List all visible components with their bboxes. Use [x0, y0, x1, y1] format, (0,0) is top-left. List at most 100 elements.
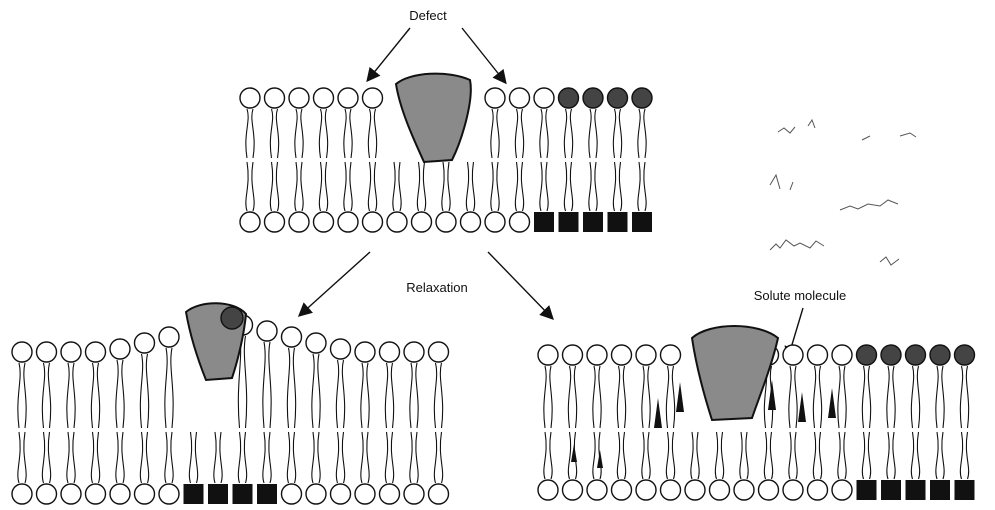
lipid-tail — [642, 366, 644, 428]
lipid-headgroup — [832, 345, 852, 365]
lipid-tail — [795, 432, 797, 479]
lipid-tail — [589, 162, 591, 211]
lipid-tail — [368, 109, 370, 158]
lipid-tail — [48, 432, 50, 483]
lipid-headgroup — [632, 88, 652, 108]
lipid-tail — [642, 432, 644, 479]
lipid-tail — [301, 162, 303, 211]
lipid-tail — [116, 360, 118, 428]
lipid-tail — [613, 162, 615, 211]
lipid-tail — [318, 354, 320, 428]
solute-molecule-label: Solute molecule — [754, 288, 847, 303]
lipid-tail — [617, 366, 619, 428]
lipid-tail — [721, 432, 723, 479]
lipid-headgroup — [636, 345, 656, 365]
lipid-headgroup — [331, 339, 351, 359]
lipid-tail — [564, 162, 566, 211]
lipid-tail — [595, 162, 597, 211]
lipid-tail — [819, 366, 821, 428]
lipid-tail — [295, 109, 297, 158]
lipid-tail — [521, 162, 523, 211]
lipid-tail — [416, 363, 418, 428]
defect-protein-top — [396, 74, 471, 162]
lipid-headgroup — [306, 333, 326, 353]
lipid-headgroup — [331, 484, 351, 504]
lipid-tail — [263, 432, 265, 483]
lipid-headgroup — [265, 212, 285, 232]
lipid-tail — [276, 109, 278, 158]
lipid-headgroup — [808, 345, 828, 365]
lipid-tail — [214, 432, 216, 483]
lipid-headgroup — [289, 212, 309, 232]
lipid-headgroup — [355, 342, 375, 362]
defect-label: Defect — [409, 8, 447, 23]
lipid-tail — [648, 432, 650, 479]
lipid-tail — [417, 162, 419, 211]
lipid-tail — [391, 363, 393, 428]
lipid-tail — [244, 432, 246, 483]
lipid-tail — [238, 432, 240, 483]
lipid-tail — [293, 348, 295, 428]
lipid-tail — [73, 363, 75, 428]
lipid-tail — [942, 366, 944, 428]
lipid-tail — [491, 109, 493, 158]
lipid-tail — [319, 162, 321, 211]
lipid-headgroup — [832, 480, 852, 500]
lipid-tail — [568, 366, 570, 428]
lipid-tail — [367, 363, 369, 428]
lipid-tail — [165, 432, 167, 483]
lipid-tail — [911, 366, 913, 428]
lipid-tail — [434, 363, 436, 428]
lipid-tail — [442, 162, 444, 211]
lipid-square-headgroup — [583, 212, 603, 232]
lipid-tail — [546, 162, 548, 211]
lipid-tail — [917, 366, 919, 428]
lipid-tail — [595, 109, 597, 158]
lipid-headgroup — [534, 88, 554, 108]
lipid-tail — [497, 162, 499, 211]
relaxation-label: Relaxation — [406, 280, 467, 295]
lipid-headgroup — [563, 345, 583, 365]
lipid-headgroup — [608, 88, 628, 108]
lipid-tail — [466, 162, 468, 211]
lipid-headgroup — [363, 212, 383, 232]
lipid-tail — [472, 162, 474, 211]
lipid-square-headgroup — [881, 480, 901, 500]
lipid-headgroup — [61, 342, 81, 362]
lipid-tail — [270, 109, 272, 158]
lipid-tail — [942, 432, 944, 479]
lipid-tail — [342, 432, 344, 483]
lipid-tail — [246, 162, 248, 211]
lipid-headgroup — [110, 339, 130, 359]
lipid-headgroup — [240, 212, 260, 232]
lipid-tail — [342, 360, 344, 428]
lipid-tail — [67, 363, 69, 428]
lipid-tail — [623, 366, 625, 428]
lipid-tail — [350, 109, 352, 158]
lipid-tail — [862, 432, 864, 479]
lipid-tail — [367, 432, 369, 483]
lipid-tail — [269, 342, 271, 428]
lipid-tail — [764, 432, 766, 479]
lipid-tail — [691, 432, 693, 479]
lipid-headgroup — [289, 88, 309, 108]
lipid-tail — [140, 354, 142, 428]
lipid-tail — [617, 432, 619, 479]
lipid-tail — [838, 432, 840, 479]
lipid-tail — [550, 432, 552, 479]
lipid-headgroup — [265, 88, 285, 108]
lipid-tail — [195, 432, 197, 483]
lipid-tail — [385, 363, 387, 428]
lipid-headgroup — [257, 321, 277, 341]
solute-wedge — [676, 382, 684, 412]
solute-wedge — [654, 398, 662, 428]
lipid-tail — [644, 162, 646, 211]
lipid-tail — [589, 109, 591, 158]
lipid-tail — [91, 363, 93, 428]
lipid-tail — [434, 432, 436, 483]
lipid-tail — [515, 162, 517, 211]
lipid-headgroup — [338, 88, 358, 108]
lipid-tail — [564, 109, 566, 158]
lipid-headgroup — [461, 212, 481, 232]
